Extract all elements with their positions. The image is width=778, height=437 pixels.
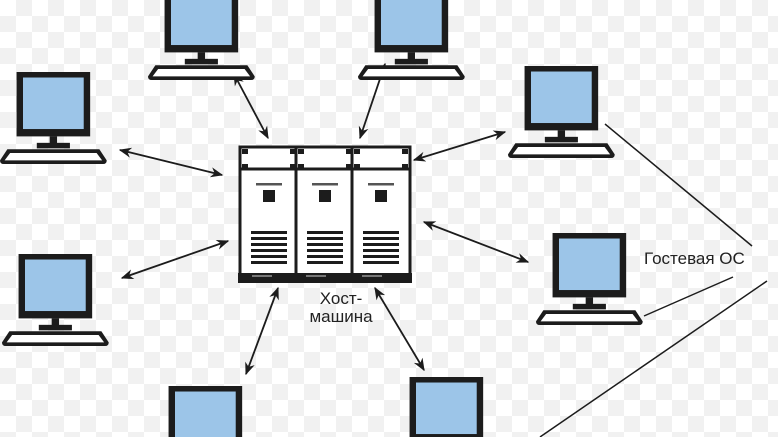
computer-right-upper <box>508 66 615 158</box>
computer-bottom-left <box>152 386 259 437</box>
host-machine-label: Хост- машина <box>296 290 386 326</box>
host-label-line1: Хост- <box>319 289 363 308</box>
guest-os-label: Гостевая ОС <box>644 249 745 268</box>
host-server <box>238 145 412 283</box>
guest-os-callout-lines <box>539 123 768 437</box>
computer-left-upper <box>0 72 107 164</box>
connection-arrows <box>118 62 530 376</box>
computer-top-left <box>148 0 255 80</box>
computer-right-lower <box>536 233 643 325</box>
computer-bottom-right <box>393 377 500 437</box>
host-label-line2: машина <box>309 307 373 326</box>
computer-top-right <box>358 0 465 80</box>
computer-left-lower <box>2 254 109 346</box>
